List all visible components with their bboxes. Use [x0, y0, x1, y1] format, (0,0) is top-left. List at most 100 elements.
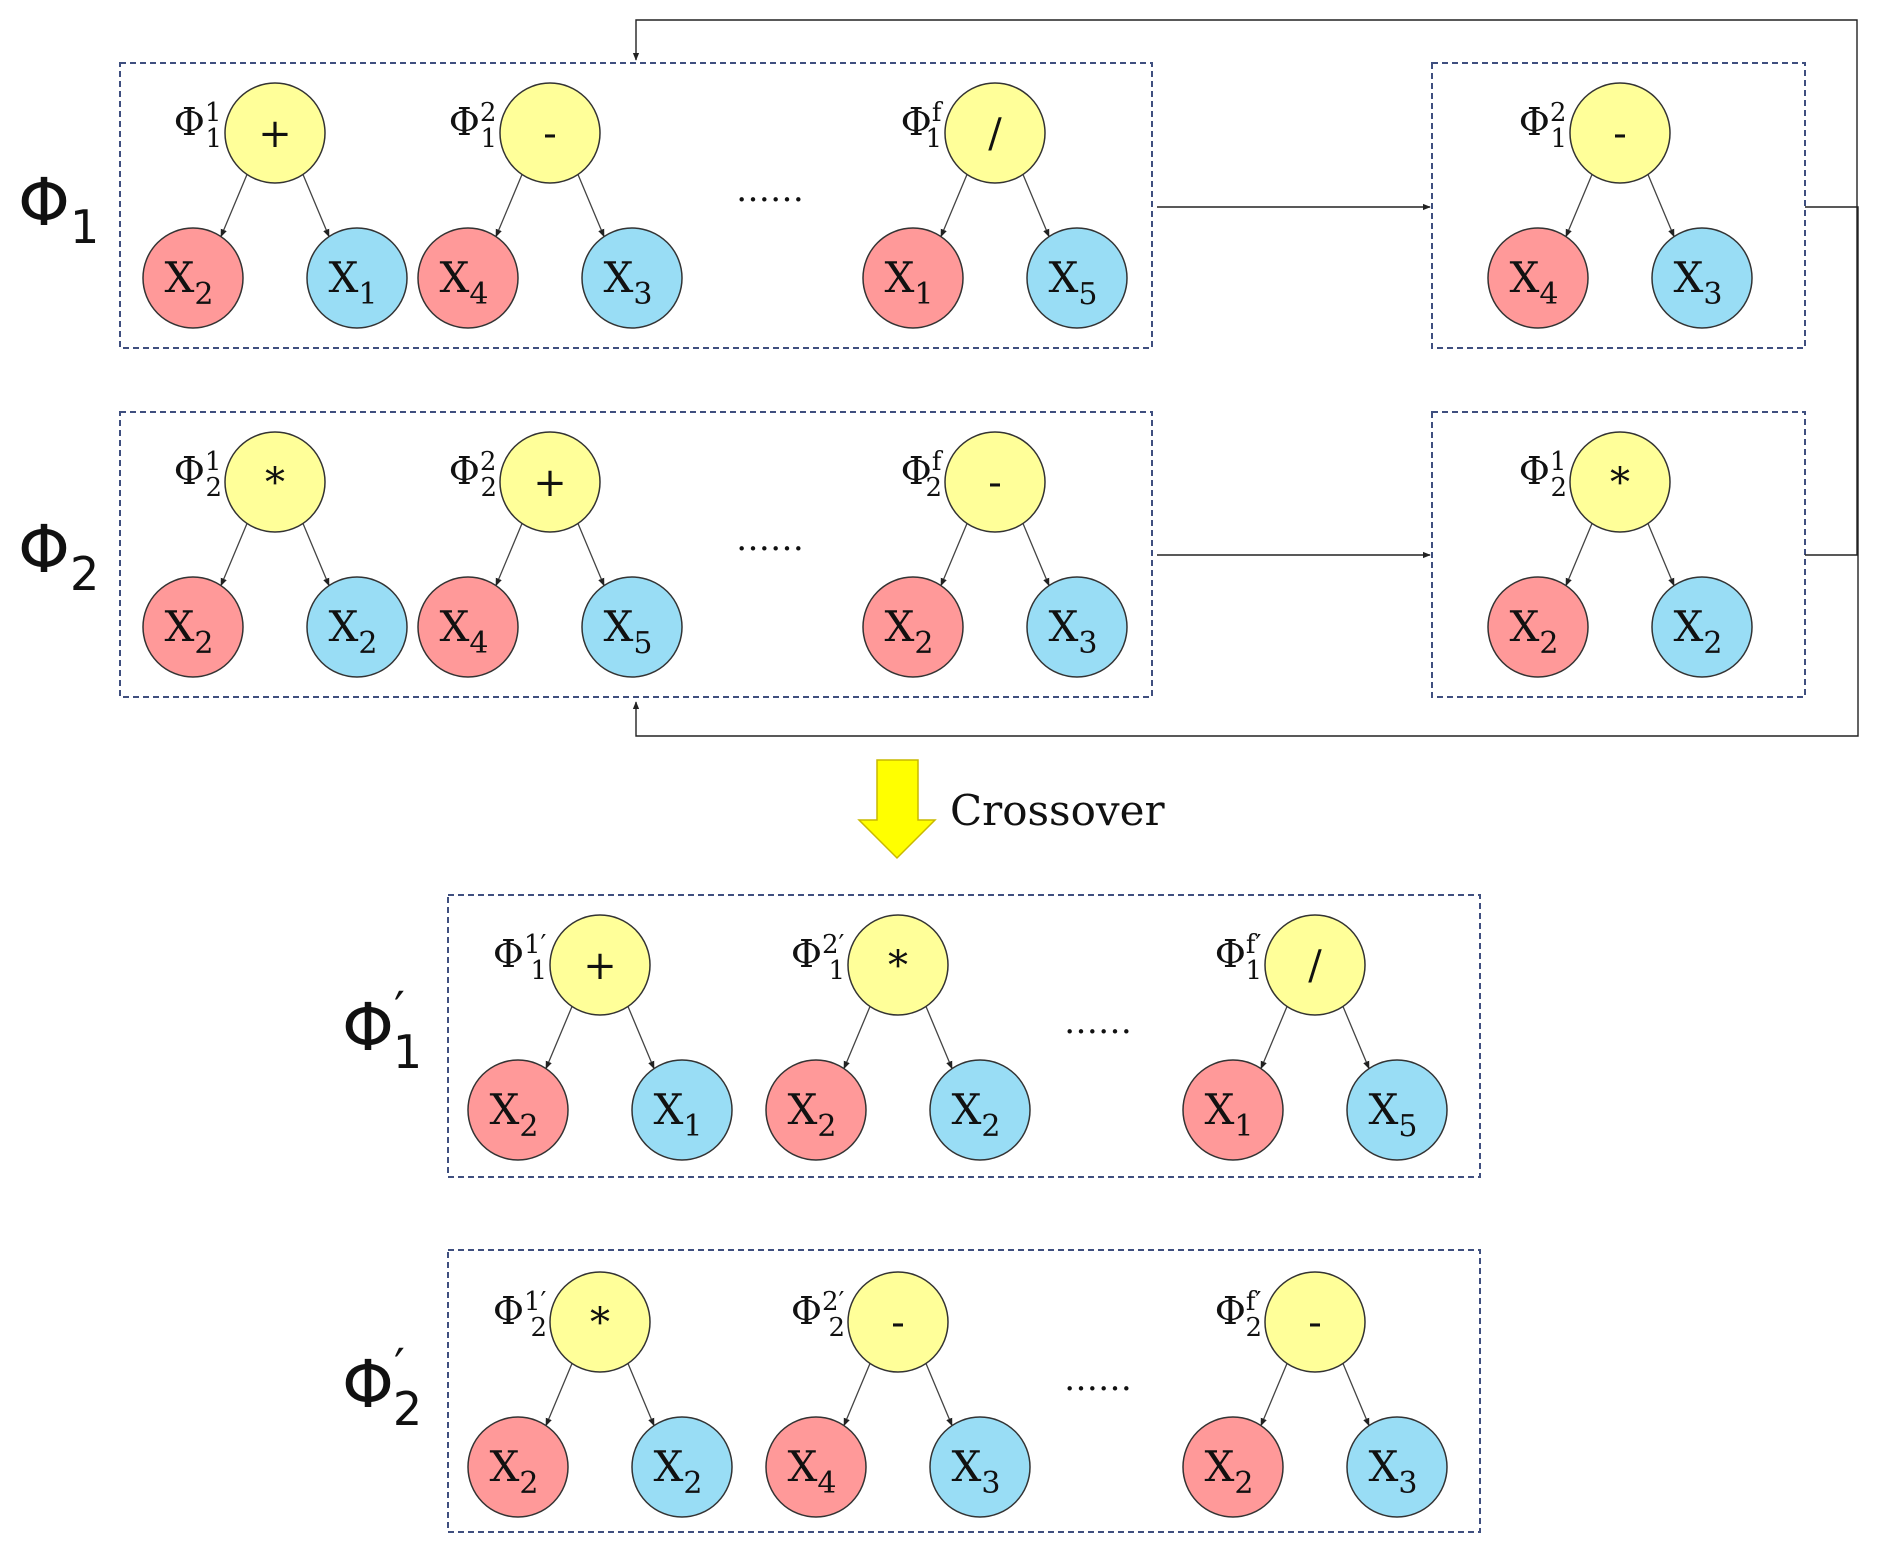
- parent-1-tree-2-left-leaf: X4: [417, 227, 519, 329]
- parent-1-tree-1-operator-node: [224, 82, 326, 184]
- offspring-1-tree-2-right-leaf: X2: [929, 1059, 1031, 1161]
- offspring-2-tree-1-right-leaf-circle: [631, 1416, 733, 1518]
- parent-2-tree-3-operator-node: [944, 431, 1046, 533]
- group-connectors: [632, 19, 1859, 737]
- parent-2-tree-1-left-leaf-text: X2: [165, 602, 214, 661]
- offspring-2-tree-3-right-leaf-text: X3: [1369, 1442, 1418, 1501]
- offspring-2-tree-1-left-leaf-circle: [467, 1416, 569, 1518]
- selected-subtree-1-operator: -: [1613, 111, 1627, 157]
- parent-1-tree-3-edge-left: [940, 174, 968, 238]
- offspring-1-tree-2-right-leaf-text: X2: [952, 1085, 1001, 1144]
- offspring-2-tree-1-operator: *: [590, 1300, 610, 1346]
- offspring-1-tree-3-right-leaf-circle: [1346, 1059, 1448, 1161]
- parent-2-tree-1-right-leaf-circle: [306, 576, 408, 678]
- parent-1-tree-3-right-leaf-text: X5: [1049, 253, 1098, 312]
- group-frames: [119, 62, 1806, 1533]
- offspring-frame-1: [447, 894, 1481, 1178]
- offspring-2-tree-3-right-leaf-circle: [1346, 1416, 1448, 1518]
- parent-2-tree-1-right-leaf-text: X2: [329, 602, 378, 661]
- offspring-2-tree-3-left-leaf-text: X2: [1205, 1442, 1254, 1501]
- parent-1-tree-2-right-leaf-circle: [581, 227, 683, 329]
- offspring-2-tree-3-right-leaf: X3: [1346, 1416, 1448, 1518]
- offspring-2-tree-2-right-leaf: X3: [929, 1416, 1031, 1518]
- parent-2-tree-1-left-leaf-circle: [142, 576, 244, 678]
- selected-subtree-2-left-leaf-text: X2: [1510, 602, 1559, 661]
- parent-1-tree-2-left-leaf-circle: [417, 227, 519, 329]
- offspring-frame-2: [447, 1249, 1481, 1533]
- selected-subtree-2-operator: *: [1610, 460, 1630, 506]
- parent-2-tree-3-edge-left: [940, 523, 968, 587]
- parent-1-tree-3-edge-right: [1022, 174, 1050, 238]
- parent-1-tree-3-operator-node: [944, 82, 1046, 184]
- offspring-2-tree-2-right-leaf-circle: [929, 1416, 1031, 1518]
- offspring-1-tree-2-left-leaf-text: X2: [788, 1085, 837, 1144]
- offspring-2-tree-2-operator: -: [891, 1300, 905, 1346]
- parent-frame-2: [119, 411, 1153, 698]
- offspring-1-tree-2-right-leaf-circle: [929, 1059, 1031, 1161]
- offspring-2-tree-2-left-leaf: X4: [765, 1416, 867, 1518]
- parent-2-tree-3-left-leaf: X2: [862, 576, 964, 678]
- offspring-2-tree-3-operator-node: [1264, 1271, 1366, 1373]
- offspring-1-tree-3-left-leaf: X1: [1182, 1059, 1284, 1161]
- offspring-1-tree-3-edge-left: [1260, 1006, 1288, 1070]
- offspring-label-1: Φ′1: [342, 982, 422, 1079]
- offspring-1-ellipsis: ……: [1064, 1002, 1132, 1042]
- offspring-1-tree-1-right-leaf-text: X1: [654, 1085, 703, 1144]
- parent-1-tree-3-right-leaf: X5: [1026, 227, 1128, 329]
- offspring-1-tree-1-edge-right: [627, 1006, 655, 1070]
- parent-2-tree-1-right-leaf: X2: [306, 576, 408, 678]
- offspring-1-tree-1-edge-left: [545, 1006, 573, 1070]
- offspring-1-tree-2-label: Φ2′1: [791, 930, 845, 986]
- offspring-1-tree-1-left-leaf-text: X2: [490, 1085, 539, 1144]
- parent-1-ellipsis: ……: [736, 170, 804, 210]
- selected-subtree-2-left-leaf-circle: [1487, 576, 1589, 678]
- offspring-2-tree-3-edge-right: [1342, 1363, 1370, 1427]
- offspring-label-2: Φ′2: [342, 1339, 422, 1436]
- offspring-1-tree-2-operator: *: [888, 943, 908, 989]
- offspring-1-tree-2-edge-right: [925, 1006, 953, 1070]
- parent-1-tree-3-operator: /: [988, 111, 1002, 157]
- crossover-step: Crossover: [857, 759, 1165, 860]
- selected-subtree-2-edge-right: [1647, 523, 1675, 587]
- offspring-1-tree-1-operator-node: [549, 914, 651, 1016]
- selected-subtree-2-right-leaf-text: X2: [1674, 602, 1723, 661]
- offspring-1-tree-3-operator-node: [1264, 914, 1366, 1016]
- parent-1-tree-2-edge-left: [495, 174, 523, 238]
- selected-subtree-2-right-leaf-circle: [1651, 576, 1753, 678]
- offspring-2-tree-2-edge-right: [925, 1363, 953, 1427]
- offspring-2-tree-3-left-leaf-circle: [1182, 1416, 1284, 1518]
- offspring-1-tree-1-right-leaf-circle: [631, 1059, 733, 1161]
- parent-2-tree-3-right-leaf-circle: [1026, 576, 1128, 678]
- offspring-1-tree-3-label: Φf′1: [1215, 930, 1262, 986]
- parent-2-tree-1-operator: *: [265, 460, 285, 506]
- selected-subtree-1-edge-left: [1565, 174, 1593, 238]
- selected-subtree-1-left-leaf-circle: [1487, 227, 1589, 329]
- offspring-1-tree-3-operator: /: [1308, 943, 1322, 989]
- parent-2-tree-3-right-leaf: X3: [1026, 576, 1128, 678]
- parent-1-tree-2-right-leaf-text: X3: [604, 253, 653, 312]
- selected-subtree-1-operator-node: [1569, 82, 1671, 184]
- offspring-2-tree-2-left-leaf-text: X4: [788, 1442, 837, 1501]
- selected-subtree-2-left-leaf: X2: [1487, 576, 1589, 678]
- parent-2-tree-1-operator-node: [224, 431, 326, 533]
- parent-1-tree-2-right-leaf: X3: [581, 227, 683, 329]
- offspring-2-ellipsis: ……: [1064, 1359, 1132, 1399]
- selected-subtree-1-left-leaf: X4: [1487, 227, 1589, 329]
- parent-1-tree-3-right-leaf-circle: [1026, 227, 1128, 329]
- offspring-1-tree-1-operator: +: [583, 943, 617, 989]
- crossover-arrow: [857, 759, 937, 860]
- parent-frame-1: [119, 62, 1153, 349]
- parent-2-tree-1-edge-left: [220, 523, 248, 587]
